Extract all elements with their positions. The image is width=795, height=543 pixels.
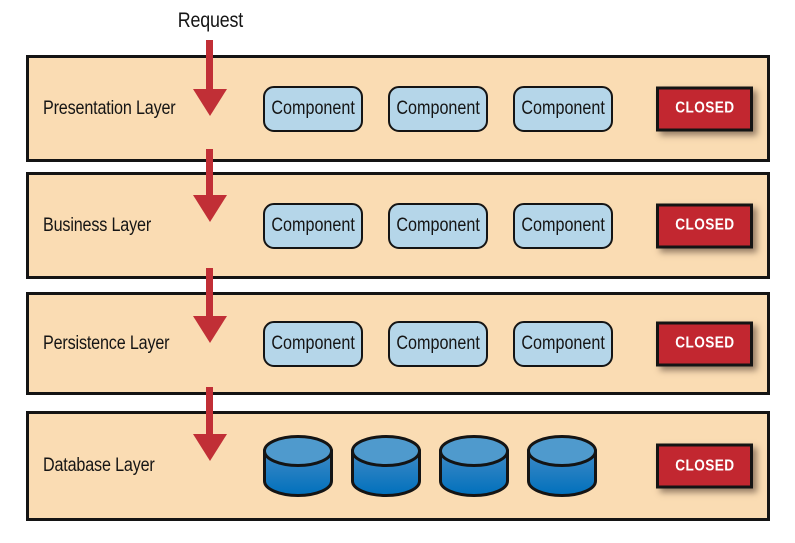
component-box: Component: [263, 320, 363, 367]
down-arrow-icon: [192, 149, 227, 222]
layer-label: Presentation Layer: [43, 97, 176, 119]
component-box: Component: [388, 202, 488, 249]
closed-badge: CLOSED: [656, 203, 753, 248]
presentation-layer-box: Presentation Layer Component Component C…: [26, 55, 770, 162]
component-row: Component Component Component: [263, 175, 613, 276]
component-row: Component Component Component: [263, 295, 613, 392]
layer-label: Persistence Layer: [43, 332, 170, 354]
component-box: Component: [263, 202, 363, 249]
down-arrow-icon: [192, 40, 227, 116]
database-cylinder-icon: [351, 435, 421, 497]
database-cylinder-icon: [439, 435, 509, 497]
persistence-layer-box: Persistence Layer Component Component Co…: [26, 292, 770, 395]
component-box: Component: [513, 202, 613, 249]
layer-label: Database Layer: [43, 455, 155, 476]
request-label-text: Request: [177, 9, 243, 32]
component-box: Component: [388, 320, 488, 367]
component-box: Component: [388, 85, 488, 132]
business-layer-box: Business Layer Component Component Compo…: [26, 172, 770, 279]
database-row: [261, 414, 599, 518]
component-box: Component: [263, 85, 363, 132]
closed-badge: CLOSED: [656, 443, 753, 489]
component-row: Component Component Component: [263, 58, 613, 159]
down-arrow-icon: [192, 268, 227, 343]
request-label: Request: [148, 9, 272, 33]
component-box: Component: [513, 85, 613, 132]
down-arrow-icon: [192, 387, 227, 461]
database-cylinder-icon: [527, 435, 597, 497]
database-layer-box: Database Layer CLOSED: [26, 411, 770, 521]
database-cylinder-icon: [263, 435, 333, 497]
closed-badge: CLOSED: [656, 86, 753, 131]
component-box: Component: [513, 320, 613, 367]
layer-label: Business Layer: [43, 214, 152, 236]
closed-badge: CLOSED: [656, 321, 753, 366]
